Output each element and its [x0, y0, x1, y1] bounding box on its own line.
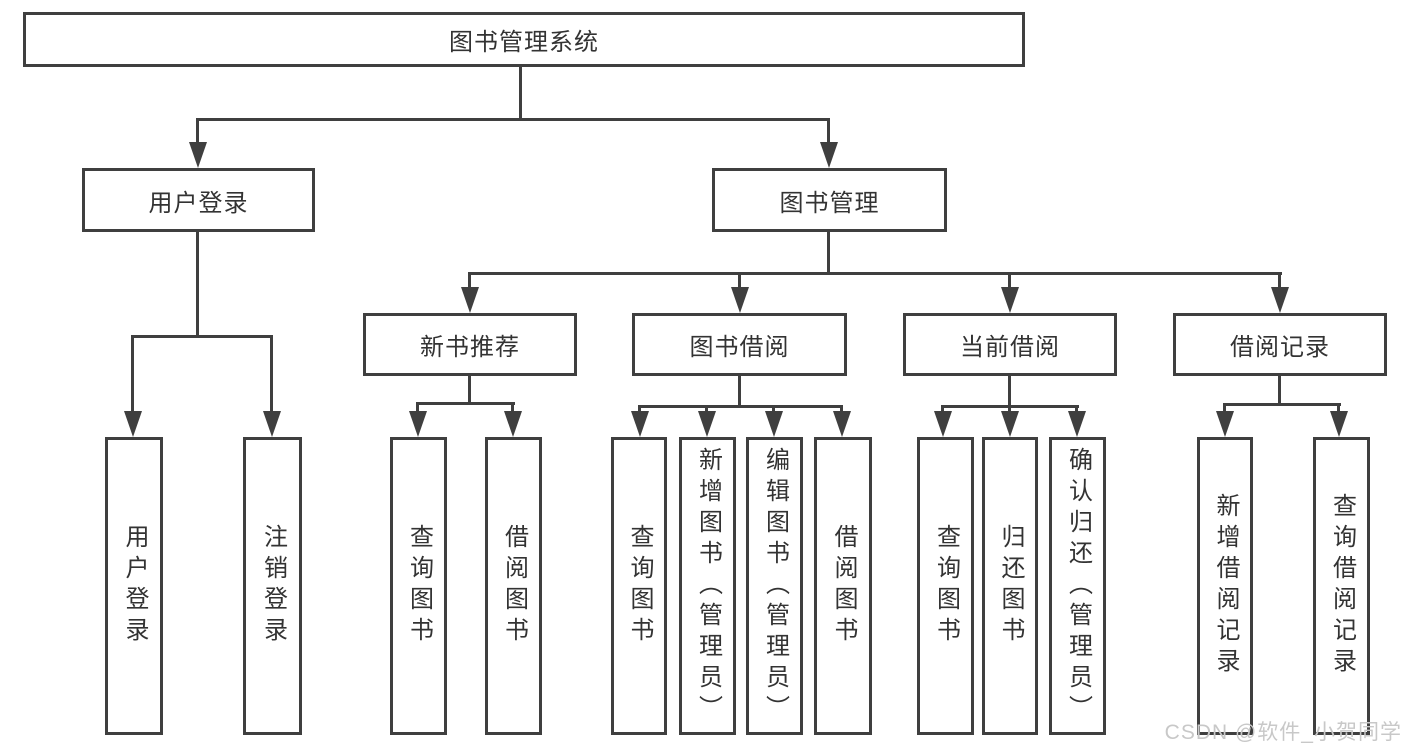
leaf-borrow-query: 查询图书 [611, 437, 667, 735]
leaf-borrow-borrow-label: 借阅图书 [830, 524, 857, 648]
connector-borrow-bar [638, 405, 843, 408]
arrowhead-current-leaf1 [934, 411, 952, 437]
arrowhead-user-login [189, 142, 207, 168]
leaf-current-confirm-admin-label: 确认归还（管理员） [1064, 446, 1092, 726]
arrowhead-newbook-leaf1 [409, 411, 427, 437]
connector-user-login-shaft [196, 118, 199, 142]
connector-newbook-shaft [468, 272, 471, 287]
node-user-login-label: 用户登录 [148, 189, 249, 217]
connector-records-shaft [1278, 272, 1281, 287]
leaf-newbook-borrow-label: 借阅图书 [500, 524, 528, 648]
connector-borrow-leaf1-shaft [638, 405, 641, 411]
connector-book-mgmt-bar [468, 272, 1282, 275]
arrowhead-login-leaf1 [124, 411, 142, 437]
leaf-newbook-borrow: 借阅图书 [485, 437, 542, 735]
leaf-user-login-label: 用户登录 [121, 524, 148, 648]
connector-current-leaf2-shaft [1008, 405, 1011, 411]
arrowhead-current-leaf2 [1001, 411, 1019, 437]
arrowhead-current [1001, 287, 1019, 313]
arrowhead-login-leaf2 [263, 411, 281, 437]
connector-borrow-leaf3-shaft [772, 405, 775, 411]
arrowhead-current-leaf3 [1068, 411, 1086, 437]
arrowhead-borrow-leaf3 [765, 411, 783, 437]
node-book-mgmt-label: 图书管理 [779, 189, 880, 217]
connector-records-leaf2-shaft [1337, 403, 1340, 411]
node-book-borrow-label: 图书借阅 [689, 334, 790, 361]
arrowhead-newbook-leaf2 [504, 411, 522, 437]
arrowhead-records-leaf1 [1216, 411, 1234, 437]
leaf-records-add: 新增借阅记录 [1197, 437, 1253, 735]
node-borrow-records: 借阅记录 [1173, 313, 1387, 376]
leaf-borrow-add-admin-label: 新增图书（管理员） [694, 446, 722, 726]
node-root-label: 图书管理系统 [449, 29, 599, 56]
connector-current-stem [1008, 376, 1011, 405]
arrowhead-borrow-leaf1 [631, 411, 649, 437]
leaf-newbook-query: 查询图书 [390, 437, 447, 735]
connector-records-leaf1-shaft [1223, 403, 1226, 411]
leaf-current-return-label: 归还图书 [997, 524, 1024, 648]
node-borrow-records-label: 借阅记录 [1230, 334, 1330, 361]
leaf-borrow-query-label: 查询图书 [626, 524, 653, 648]
connector-root-stem [519, 67, 522, 118]
connector-newbook-leaf2-shaft [511, 402, 514, 411]
leaf-records-query: 查询借阅记录 [1313, 437, 1370, 735]
connector-records-stem [1278, 376, 1281, 403]
node-user-login: 用户登录 [82, 168, 315, 232]
node-book-mgmt: 图书管理 [712, 168, 947, 232]
node-new-book-recommend: 新书推荐 [363, 313, 577, 376]
leaf-current-confirm-admin: 确认归还（管理员） [1049, 437, 1106, 735]
arrowhead-borrow-leaf2 [698, 411, 716, 437]
node-current-borrow-label: 当前借阅 [960, 334, 1060, 361]
arrowhead-book-mgmt [820, 142, 838, 168]
node-new-book-recommend-label: 新书推荐 [420, 334, 520, 361]
connector-login-leaf2-shaft [270, 335, 273, 411]
connector-borrow-stem [738, 376, 741, 405]
connector-current-leaf3-shaft [1075, 405, 1078, 411]
arrowhead-records [1271, 287, 1289, 313]
leaf-borrow-borrow: 借阅图书 [814, 437, 872, 735]
node-root: 图书管理系统 [23, 12, 1025, 67]
connector-records-bar [1223, 403, 1341, 406]
leaf-borrow-edit-admin: 编辑图书（管理员） [746, 437, 803, 735]
leaf-records-query-label: 查询借阅记录 [1328, 493, 1356, 679]
leaf-current-query: 查询图书 [917, 437, 974, 735]
arrowhead-newbook [461, 287, 479, 313]
csdn-watermark: CSDN @软件_小贺同学 [1164, 721, 1402, 744]
leaf-borrow-add-admin: 新增图书（管理员） [679, 437, 736, 735]
connector-newbook-stem [468, 376, 471, 402]
connector-book-mgmt-shaft [827, 118, 830, 142]
connector-newbook-leaf1-shaft [416, 402, 419, 411]
connector-current-leaf1-shaft [941, 405, 944, 411]
arrowhead-records-leaf2 [1330, 411, 1348, 437]
leaf-newbook-query-label: 查询图书 [405, 524, 433, 648]
connector-login-leaf1-shaft [131, 335, 134, 411]
arrowhead-borrow-leaf4 [833, 411, 851, 437]
connector-borrow-leaf4-shaft [840, 405, 843, 411]
node-current-borrow: 当前借阅 [903, 313, 1117, 376]
leaf-user-login: 用户登录 [105, 437, 163, 735]
leaf-current-query-label: 查询图书 [932, 524, 960, 648]
connector-current-shaft [1008, 272, 1011, 287]
arrowhead-borrow [731, 287, 749, 313]
connector-user-login-bar [131, 335, 273, 338]
connector-borrow-leaf2-shaft [705, 405, 708, 411]
connector-newbook-bar [416, 402, 515, 405]
leaf-records-add-label: 新增借阅记录 [1212, 493, 1239, 679]
connector-user-login-stem [196, 232, 199, 335]
connector-book-mgmt-stem [827, 232, 830, 272]
leaf-logout: 注销登录 [243, 437, 302, 735]
node-book-borrow: 图书借阅 [632, 313, 847, 376]
leaf-borrow-edit-admin-label: 编辑图书（管理员） [761, 446, 789, 726]
connector-borrow-shaft [738, 272, 741, 287]
leaf-current-return: 归还图书 [982, 437, 1038, 735]
leaf-logout-label: 注销登录 [259, 524, 287, 648]
connector-root-bar [196, 118, 830, 121]
